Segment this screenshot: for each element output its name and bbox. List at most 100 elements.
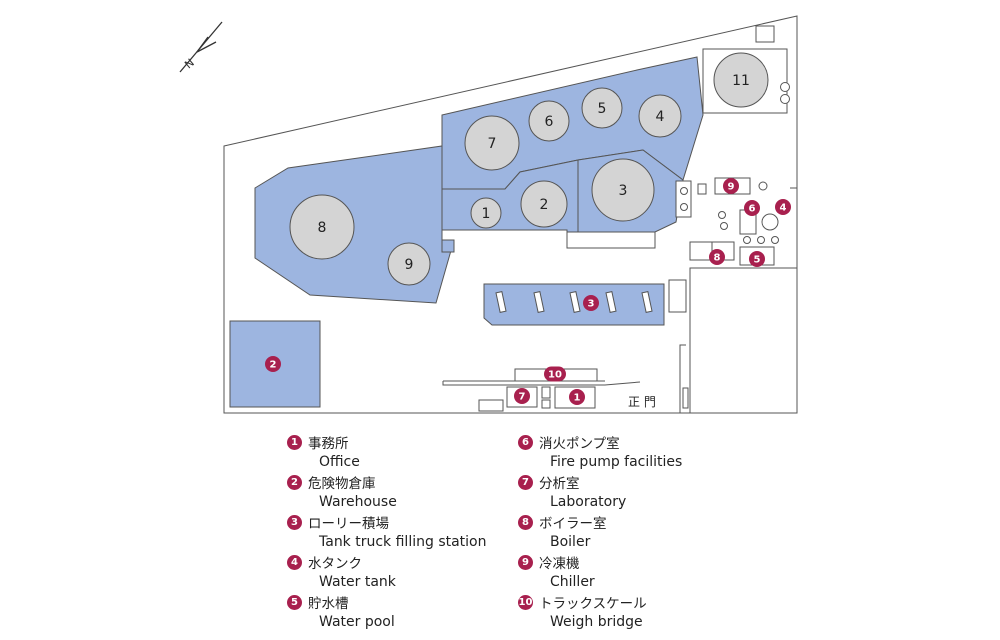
pump-house-building (566, 231, 656, 249)
small-area-block (441, 239, 455, 253)
legend-english-label: Water pool (319, 614, 395, 630)
tank-6-label: 6 (545, 114, 554, 130)
legend-column-left: 1 事務所 Office 2 危険物倉庫 Warehouse 3 ローリー積場 Tank tru… (287, 432, 527, 632)
legend-item-8: 8 ボイラー室 Boiler (518, 512, 758, 552)
legend-item-row: 7 分析室 (518, 472, 758, 492)
tank-3-circle (591, 158, 655, 222)
legend-japanese-label: 消火ポンプ室 (539, 436, 620, 452)
legend-japanese-label: ローリー積場 (308, 516, 389, 532)
legend-number-badge: 9 (518, 554, 533, 570)
tank-8-circle (289, 194, 355, 260)
legend-item-row: 6 消火ポンプ室 (518, 432, 758, 452)
legend-english-label: Chiller (550, 574, 595, 590)
tank-3-label: 3 (619, 183, 628, 199)
marker-2-label: 2 (270, 360, 277, 371)
marker-1-label: 1 (574, 393, 581, 404)
legend-item-row: 2 危険物倉庫 (287, 472, 527, 492)
marker-9-label: 9 (728, 182, 735, 193)
marker-10-badge (544, 366, 566, 382)
legend-english-label: Water tank (319, 574, 396, 590)
legend-item-row: 10 トラックスケール (518, 592, 758, 612)
tank-6-circle (528, 100, 570, 142)
legend-number-badge: 10 (518, 594, 533, 610)
north-compass: N (179, 21, 223, 73)
facility-markers: 1 2 3 4 5 6 7 8 9 10 (265, 178, 791, 405)
marker-9-badge (723, 178, 739, 194)
tank-11-label: 11 (732, 73, 750, 89)
marker-4-badge (775, 199, 791, 215)
legend-item-row: 3 ローリー積場 (287, 512, 527, 532)
tank-11-circle (713, 52, 769, 108)
marker-8-badge (709, 249, 725, 265)
marker-7-badge (514, 388, 530, 404)
legend-japanese-label: 事務所 (308, 436, 349, 452)
legend-japanese-label: 貯水槽 (308, 596, 349, 612)
legend-japanese-label: 分析室 (539, 476, 580, 492)
marker-7-label: 7 (519, 392, 526, 403)
tank-2-label: 2 (540, 197, 549, 213)
legend-number-badge: 2 (287, 474, 302, 490)
marker-2-badge (265, 356, 281, 372)
legend-item-row: 9 冷凍機 (518, 552, 758, 572)
tank-2-circle (520, 180, 568, 228)
facility-map: N (179, 15, 798, 414)
legend-japanese-label: 冷凍機 (539, 556, 580, 572)
legend-number-badge: 3 (287, 514, 302, 530)
compass-north-label: N (182, 56, 197, 71)
legend-english-label: Boiler (550, 534, 591, 550)
legend-japanese-label: トラックスケール (539, 596, 647, 612)
legend-english-label: Office (319, 454, 360, 470)
marker-6-label: 6 (749, 204, 756, 215)
marker-4-label: 4 (780, 203, 787, 214)
marker-6-badge (744, 200, 760, 216)
legend-number-badge: 7 (518, 474, 533, 490)
marker-5-label: 5 (754, 255, 761, 266)
legend-english-label: Weigh bridge (550, 614, 643, 630)
tank-8-label: 8 (318, 220, 327, 236)
marker-8-label: 8 (714, 253, 721, 264)
storage-tanks: 1 2 3 4 5 6 7 8 9 11 (289, 52, 769, 286)
tank-4-label: 4 (656, 109, 665, 125)
legend-english-label: Warehouse (319, 494, 397, 510)
loading-bays (495, 291, 653, 313)
tank-5-circle (581, 87, 623, 129)
tank-7-label: 7 (488, 136, 497, 152)
legend-japanese-label: ボイラー室 (539, 516, 607, 532)
marker-3-badge (583, 295, 599, 311)
legend-number-badge: 6 (518, 434, 533, 450)
tank-4-circle (638, 94, 682, 138)
tank-1-circle (470, 197, 502, 229)
legend-item-row: 5 貯水槽 (287, 592, 527, 612)
tank-7-circle (464, 115, 520, 171)
tank-9-circle (387, 242, 431, 286)
legend-number-badge: 8 (518, 514, 533, 530)
loading-shelter (668, 279, 687, 313)
legend-english-label: Laboratory (550, 494, 627, 510)
main-gate-label: 正 門 (628, 395, 656, 409)
legend-item-10: 10 トラックスケール Weigh bridge (518, 592, 758, 632)
legend-item-1: 1 事務所 Office (287, 432, 527, 472)
tank-9-label: 9 (405, 257, 414, 273)
legend-english-label: Tank truck filling station (319, 534, 487, 550)
legend-item-9: 9 冷凍機 Chiller (518, 552, 758, 592)
legend-japanese-label: 危険物倉庫 (308, 476, 376, 492)
legend-item-7: 7 分析室 Laboratory (518, 472, 758, 512)
marker-1-badge (569, 389, 585, 405)
marker-5-badge (749, 251, 765, 267)
legend-item-3: 3 ローリー積場 Tank truck filling station (287, 512, 527, 552)
legend-number-badge: 5 (287, 594, 302, 610)
tank-1-label: 1 (482, 206, 491, 222)
legend-item-row: 8 ボイラー室 (518, 512, 758, 532)
legend-item-2: 2 危険物倉庫 Warehouse (287, 472, 527, 512)
marker-3-label: 3 (588, 299, 595, 310)
tank-5-label: 5 (598, 101, 607, 117)
legend-number-badge: 4 (287, 554, 302, 570)
legend-item-5: 5 貯水槽 Water pool (287, 592, 527, 632)
legend-item-row: 1 事務所 (287, 432, 527, 452)
marker-10-label: 10 (548, 370, 562, 381)
legend-number-badge: 1 (287, 434, 302, 450)
